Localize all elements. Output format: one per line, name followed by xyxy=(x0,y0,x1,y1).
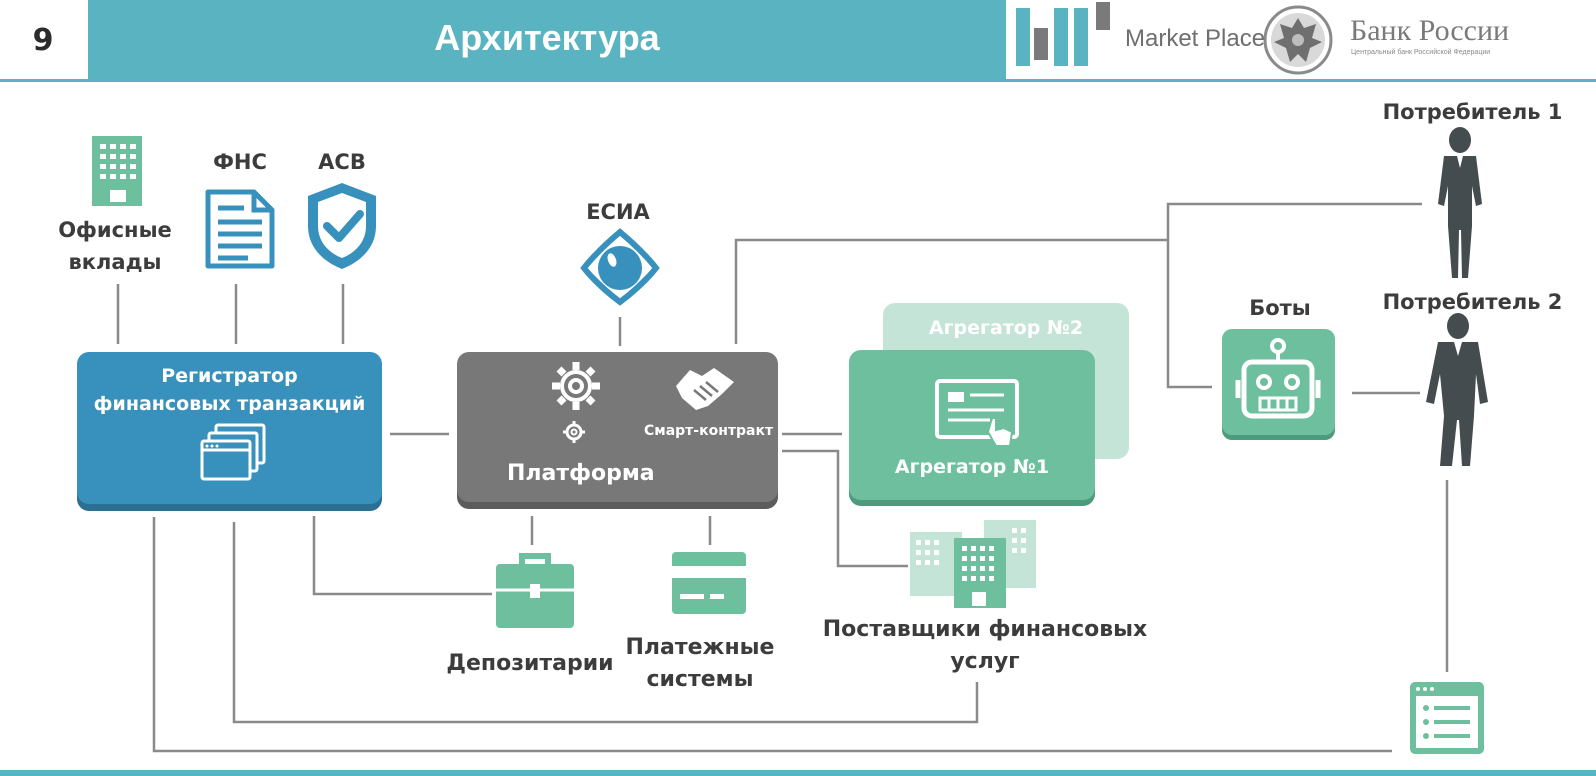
suppliers-label: Поставщики финансовых услуг xyxy=(822,617,1148,674)
eye-icon xyxy=(580,228,660,306)
aggregator2-title: Агрегатор №2 xyxy=(928,317,1084,339)
consumer2-label: Потребитель 2 xyxy=(1382,290,1563,314)
robot-icon xyxy=(1235,338,1321,419)
card-icon xyxy=(672,552,746,614)
header-divider xyxy=(0,79,1596,82)
asv-label: АСВ xyxy=(318,150,366,174)
bank-subtitle: Центральный банк Российской Федерации xyxy=(1351,49,1491,56)
windows-icon xyxy=(200,423,266,481)
aggregator1-box xyxy=(849,350,1095,500)
bank-name: Банк России xyxy=(1350,14,1510,47)
marketplace-label: Market Place xyxy=(1125,25,1266,52)
woman-icon xyxy=(1438,127,1482,278)
payment-systems-label: Платежные системы xyxy=(625,635,775,692)
smart-contract-label: Смарт-контракт xyxy=(644,423,774,439)
marketplace-logo-icon xyxy=(1016,2,1110,66)
aggregator1-title: Агрегатор №1 xyxy=(894,456,1050,478)
consumer1-label: Потребитель 1 xyxy=(1382,100,1563,124)
briefcase-icon xyxy=(496,553,574,628)
man-icon xyxy=(1426,313,1488,466)
tablet-touch-icon xyxy=(935,379,1019,447)
shield-check-icon xyxy=(308,183,376,269)
title-bar xyxy=(88,0,1006,80)
esia-label: ЕСИА xyxy=(586,200,650,224)
handshake-icon xyxy=(676,368,734,410)
registrar-title: Регистратор финансовых транзакций xyxy=(93,365,366,415)
footer-divider xyxy=(0,770,1596,776)
bank-emblem-icon xyxy=(1263,5,1333,75)
platform-title: Платформа xyxy=(507,461,655,486)
page-title: Архитектура xyxy=(434,17,660,58)
office-building-icon xyxy=(92,136,142,206)
gears-icon xyxy=(552,362,600,443)
fns-label: ФНС xyxy=(213,150,267,174)
depositories-label: Депозитарии xyxy=(446,651,614,676)
buildings-icon xyxy=(910,520,1036,608)
app-window-icon xyxy=(1410,682,1484,754)
slide-number: 9 xyxy=(32,22,54,58)
document-icon xyxy=(205,189,275,269)
office-deposits-label: Офисные вклады xyxy=(58,218,172,274)
bots-label: Боты xyxy=(1249,296,1311,320)
